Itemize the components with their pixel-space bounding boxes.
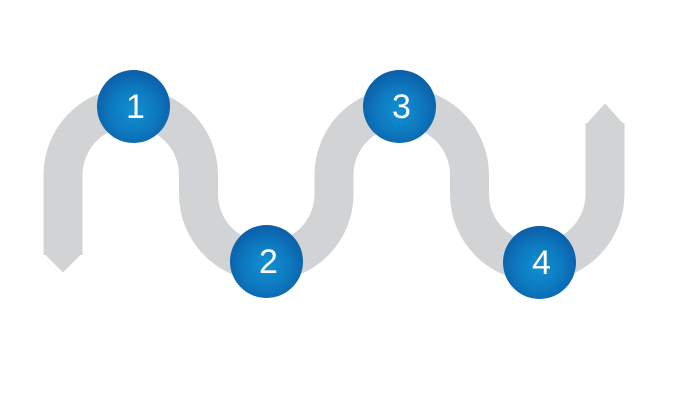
step-node-3: 3 [363, 70, 436, 143]
step-node-4: 4 [503, 226, 576, 299]
step-node-2: 2 [230, 225, 303, 298]
step-number-2: 2 [259, 242, 278, 281]
wave-start-arrow-tip [43, 253, 83, 273]
step-number-1: 1 [126, 87, 145, 126]
step-number-4: 4 [532, 243, 551, 282]
step-number-3: 3 [392, 87, 411, 126]
step-node-1: 1 [97, 70, 170, 143]
wave-end-arrow-tip [585, 103, 625, 125]
